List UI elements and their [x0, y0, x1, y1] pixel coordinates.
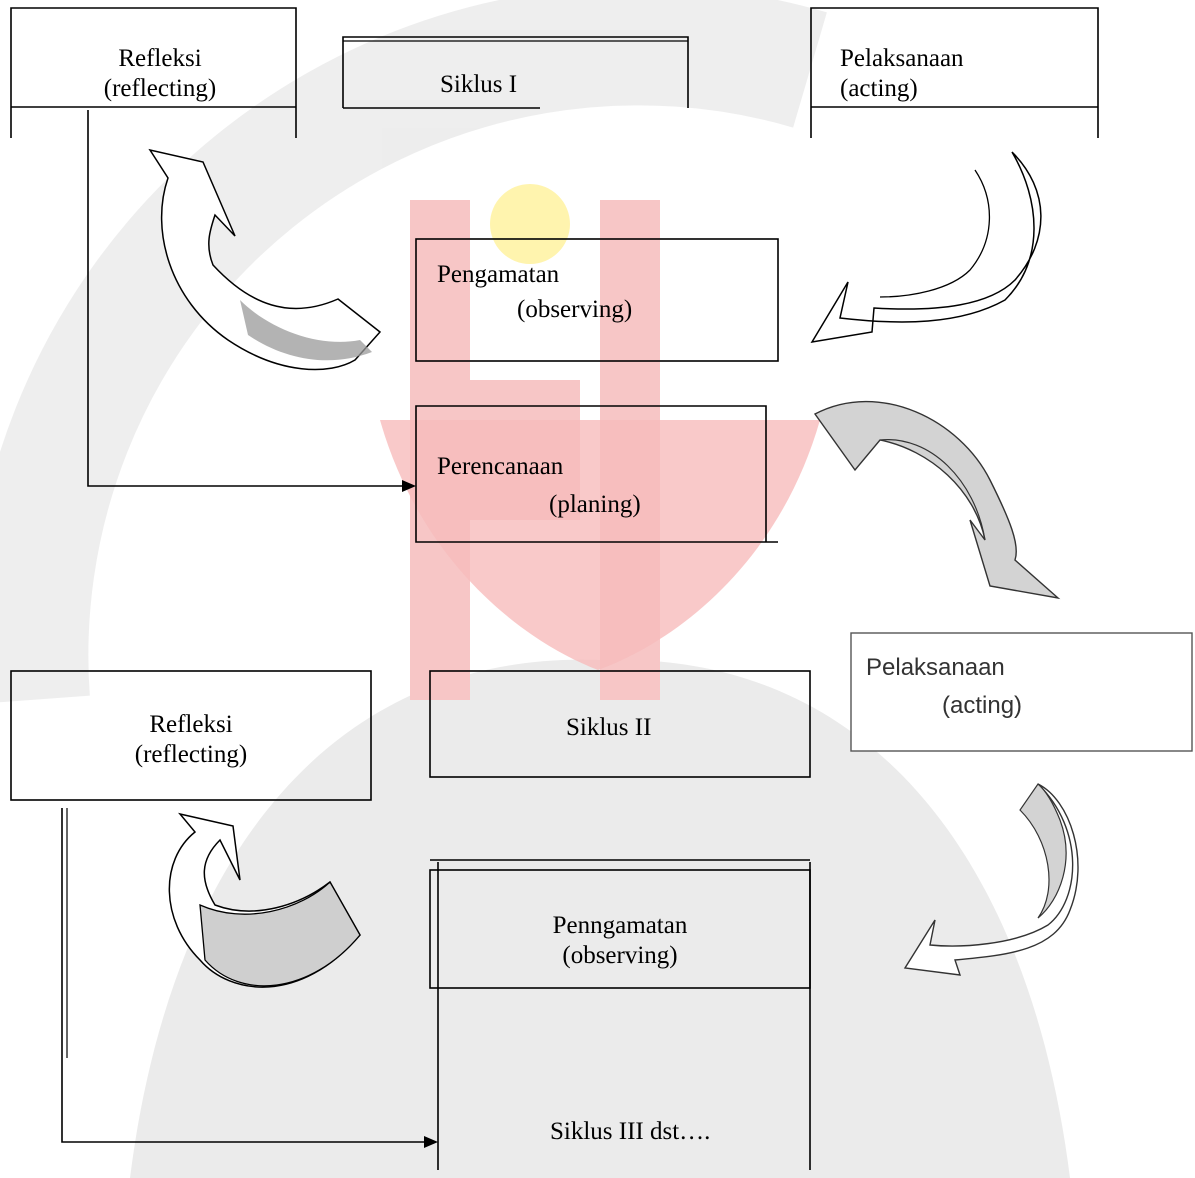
cycle1-reflect-box [10, 7, 297, 138]
cycle3-title: Siklus III dst…. [550, 1118, 711, 1145]
cycle1-act-box [810, 7, 1099, 138]
cycle2-curved-arrow-down [903, 783, 1079, 976]
cycle1-plan-box [415, 405, 778, 543]
cycle1-connector-line [87, 110, 404, 487]
cycle2-reflect-label: Refleksi (reflecting) [91, 710, 291, 770]
cycle1-observe-line1: Pengamatan [437, 261, 560, 288]
cycle1-reflect-line2: (reflecting) [103, 75, 217, 102]
cycle1-curved-arrow-up [148, 148, 382, 371]
cycle1-reflect-label: Refleksi (reflecting) [60, 44, 260, 104]
cycle2-curved-arrow-up [168, 812, 361, 988]
cycle2-reflect-line1: Refleksi [149, 711, 233, 738]
cycle1-connector-arrowhead [402, 480, 416, 492]
cycle1-plan-line1: Perencanaan [437, 453, 564, 480]
cycle2-observe-line2: (observing) [562, 942, 678, 969]
cycle2-act-line1: Pelaksanaan [866, 654, 1005, 681]
cycle3-box [430, 859, 811, 1170]
cycle2-act-line2: (acting) [942, 692, 1023, 719]
cycle2-observe-label: Penngamatan (observing) [520, 911, 720, 971]
cycle1-title: Siklus I [440, 71, 518, 98]
watermark-logo [0, 0, 1070, 1178]
cycle1-act-label: Pelaksanaan (acting) [840, 44, 964, 104]
cycle-transition-arrow [813, 400, 1061, 600]
cycle1-reflect-line1: Refleksi [118, 45, 202, 72]
cycle1-act-line1: Pelaksanaan [840, 45, 964, 72]
cycle1-act-line2: (acting) [840, 75, 918, 102]
cycle2-observe-line1: Penngamatan [552, 912, 688, 939]
cycle2-act-box [850, 632, 1193, 752]
cycle2-reflect-box [10, 670, 372, 801]
cycle1-plan-line2: (planing) [549, 491, 641, 518]
cycle2-title-box [429, 670, 811, 778]
cycle2-connector-line [61, 808, 424, 1143]
cycle2-title: Siklus II [566, 714, 652, 741]
cycle1-observe-box [415, 238, 779, 362]
cycle2-connector-arrowhead [424, 1136, 438, 1148]
cycle2-reflect-line2: (reflecting) [134, 741, 248, 768]
cycle1-curved-arrow-down [810, 151, 1042, 344]
cycle1-title-box [342, 36, 689, 108]
cycle1-observe-line2: (observing) [517, 296, 633, 323]
